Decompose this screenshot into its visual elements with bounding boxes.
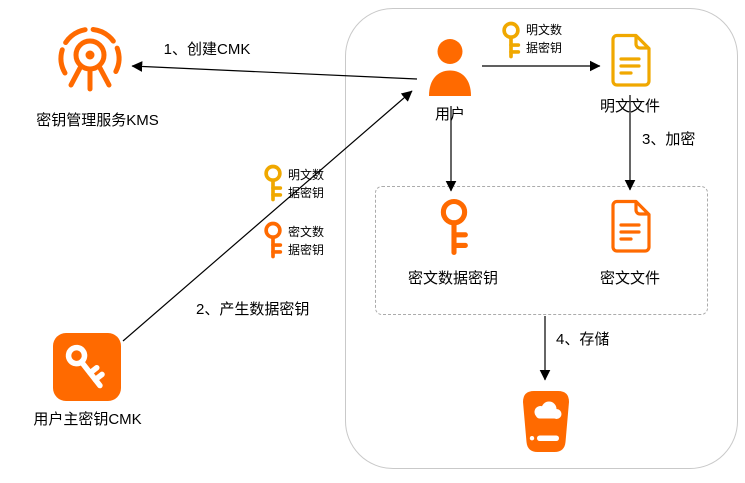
plaintext-file-icon — [611, 33, 651, 87]
step1-label: 1、创建CMK — [163, 41, 251, 58]
storage-bucket-icon — [523, 391, 569, 452]
ciphertext-file-icon — [611, 199, 651, 253]
mid-ciphertext-key-icon — [264, 221, 283, 259]
plaintext-data-key-icon — [502, 21, 521, 59]
kms-icon — [58, 26, 122, 92]
cloud-icon — [534, 401, 562, 419]
ciphertext-data-key-label: 密文数据密钥 — [407, 270, 498, 287]
plaintext-data-key-caption: 明文数据密钥 — [526, 23, 563, 55]
plaintext-file-label: 明文文件 — [600, 98, 661, 115]
step3-label: 3、加密 — [642, 131, 696, 148]
mid-plaintext-key-caption: 明文数据密钥 — [288, 168, 325, 200]
mid-ciphertext-key-caption: 密文数据密钥 — [288, 225, 325, 257]
ciphertext-file-label: 密文文件 — [600, 270, 661, 287]
step4-label: 4、存储 — [556, 331, 610, 348]
kms-label: 密钥管理服务KMS — [36, 112, 159, 129]
step2-label: 2、产生数据密钥 — [196, 301, 310, 318]
cipher-results-box — [375, 186, 708, 315]
ciphertext-key-icon — [440, 198, 468, 256]
mid-plaintext-key-icon — [264, 164, 283, 202]
user-label: 用户 — [434, 106, 465, 123]
cmk-icon — [53, 333, 121, 401]
cmk-label: 用户主密钥CMK — [33, 411, 142, 428]
user-icon — [429, 39, 471, 96]
